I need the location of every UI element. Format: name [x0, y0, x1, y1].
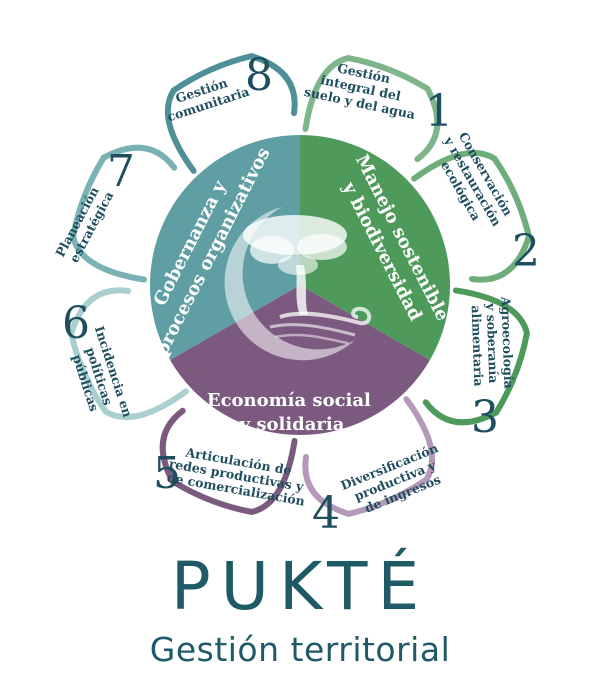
petal-5	[159, 407, 298, 515]
area-number-6: 6	[62, 298, 90, 349]
sector-manejo	[300, 135, 450, 360]
petal-6	[68, 287, 189, 421]
brand-tagline: Gestión territorial	[149, 630, 451, 669]
area-number-3: 3	[471, 392, 499, 443]
area-label-8: Gestión comunitaria	[161, 69, 252, 124]
area-label-5: Articulación de redes productivas y de c…	[165, 442, 311, 509]
area-label-4: Diversificación productiva y de ingresos	[338, 439, 455, 521]
area-number-1: 1	[425, 86, 453, 137]
petal-8	[164, 53, 298, 174]
outer-petals	[68, 53, 532, 517]
brand-title: PUKTÉ	[170, 548, 430, 625]
area-label-7: Planeación estratégica	[52, 180, 117, 266]
petal-4	[302, 396, 436, 517]
area-label-3: Agroecología y soberanía alimentaria	[468, 295, 516, 394]
area-number-5: 5	[153, 448, 181, 499]
area-number-4: 4	[312, 488, 340, 539]
area-number-8: 8	[245, 50, 273, 101]
area-label-1: Gestión integral del suelo y del agua	[303, 55, 423, 123]
section-label-economia: Economía social y solidaria	[207, 390, 377, 435]
petal-1	[302, 55, 441, 163]
sector-gobernanza	[150, 135, 300, 360]
petal-2	[411, 149, 532, 283]
petal-7	[70, 144, 178, 283]
tree-emblem-icon	[224, 207, 372, 361]
area-number-7: 7	[107, 146, 135, 197]
petal-3	[422, 287, 530, 426]
area-number-2: 2	[512, 226, 540, 277]
